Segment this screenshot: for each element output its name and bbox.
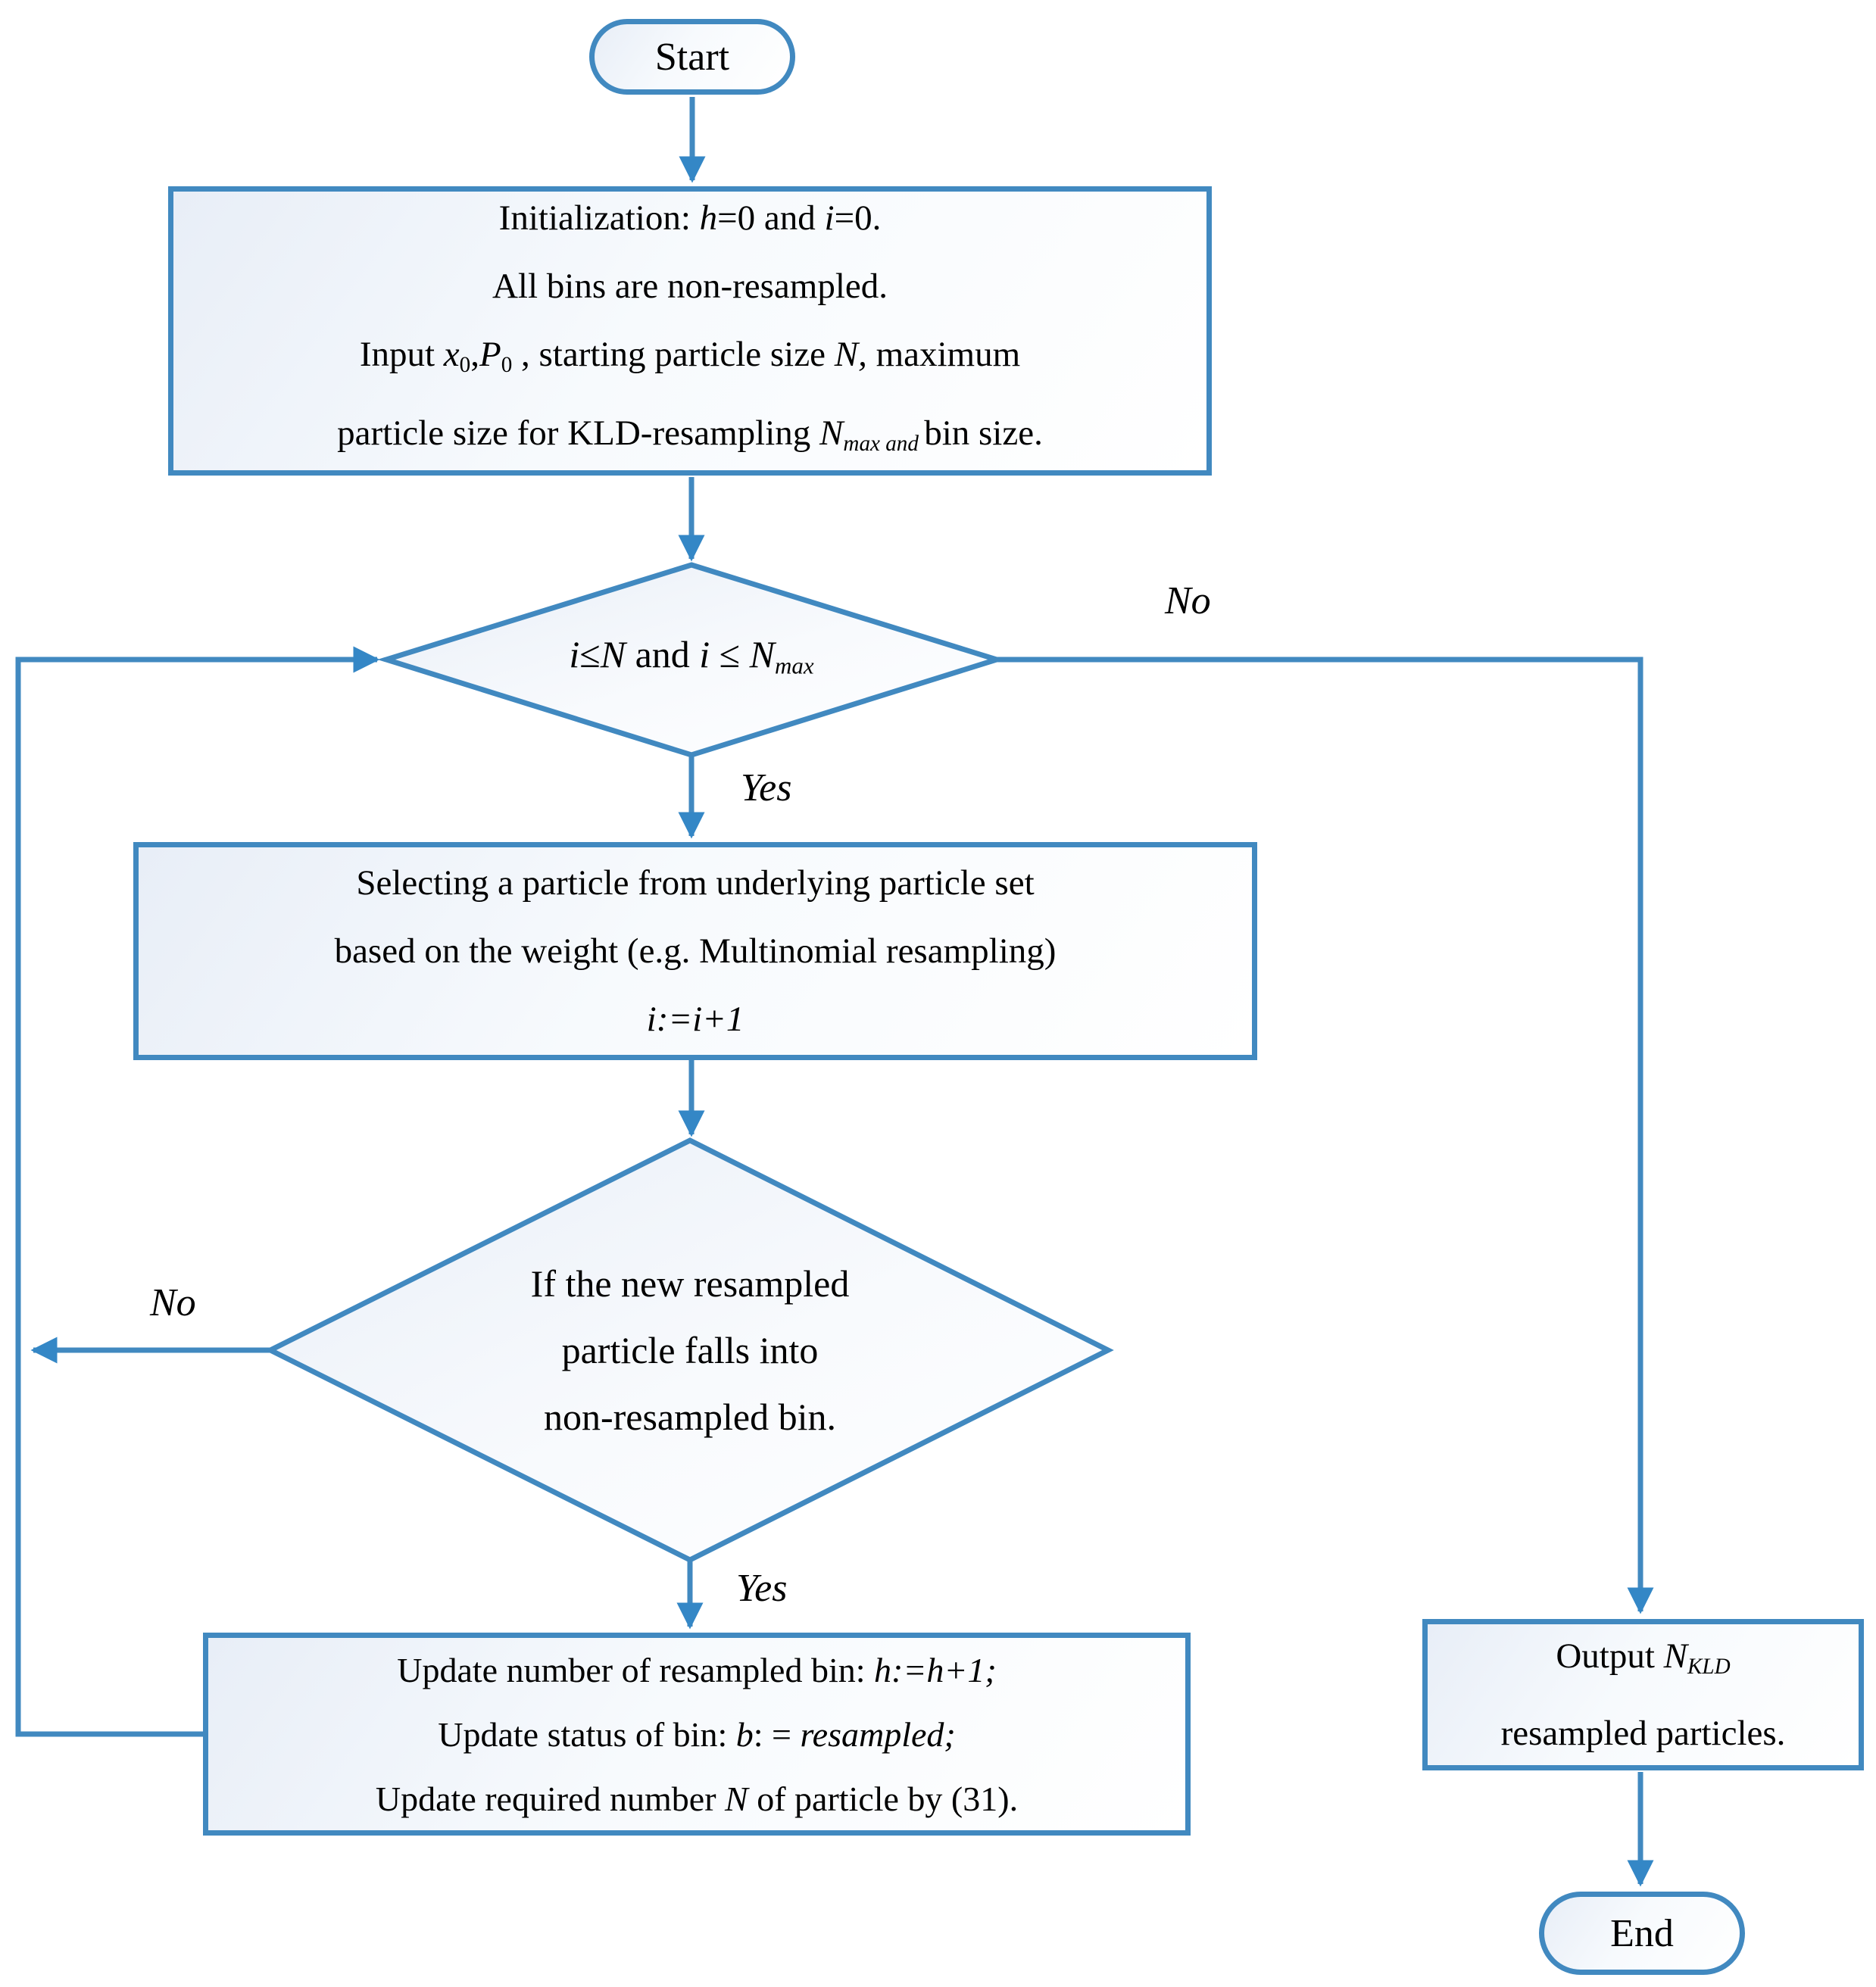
initialization-line-2: All bins are non-resampled. (492, 266, 888, 306)
update-box: Update number of resampled bin: h:=h+1; … (203, 1633, 1191, 1836)
start-node: Start (589, 19, 795, 95)
decision2-condition: If the new resampled particle falls into… (425, 1250, 955, 1450)
arrow-decision1-no-to-output (997, 657, 1654, 1614)
update-line-1: Update number of resampled bin: h:=h+1; (397, 1650, 997, 1689)
initialization-line-3: Input x0,P0 , starting particle size N, … (359, 334, 1021, 377)
start-label: Start (654, 35, 730, 79)
select-particle-box: Selecting a particle from underlying par… (133, 842, 1257, 1060)
decision1-diamond (377, 562, 1006, 758)
select-line-3: i:=i+1 (646, 1000, 744, 1039)
decision2-diamond (264, 1137, 1114, 1563)
decision2-line-2: particle falls into (561, 1329, 819, 1371)
update-line-2: Update status of bin: b: = resampled; (438, 1714, 956, 1754)
update-line-3: Update required number N of particle by … (375, 1779, 1019, 1818)
initialization-line-1: Initialization: h=0 and i=0. (498, 198, 882, 238)
decision2-yes-label: Yes (736, 1567, 788, 1610)
decision2-no-label: No (150, 1281, 196, 1324)
decision1-yes-label: Yes (741, 766, 792, 809)
end-node: End (1539, 1892, 1745, 1975)
decision1-line-1: i≤N and i ≤ Nmax (569, 633, 814, 679)
decision2-line-3: non-resampled bin. (543, 1396, 836, 1438)
select-line-1: Selecting a particle from underlying par… (356, 863, 1035, 903)
decision1-condition: i≤N and i ≤ Nmax (424, 606, 959, 715)
output-line-2: resampled particles. (1500, 1714, 1786, 1754)
output-line-1: Output NKLD (1556, 1636, 1731, 1680)
initialization-line-4: particle size for KLD-resampling Nmax an… (337, 413, 1043, 457)
arrow-update-loop-to-decision1 (15, 646, 380, 1737)
decision2-line-1: If the new resampled (530, 1262, 850, 1305)
select-line-2: based on the weight (e.g. Multinomial re… (334, 931, 1057, 971)
decision1-no-label: No (1165, 579, 1211, 622)
initialization-box: Initialization: h=0 and i=0. All bins ar… (168, 186, 1212, 476)
end-label: End (1610, 1911, 1674, 1955)
output-box: Output NKLD resampled particles. (1422, 1619, 1864, 1770)
